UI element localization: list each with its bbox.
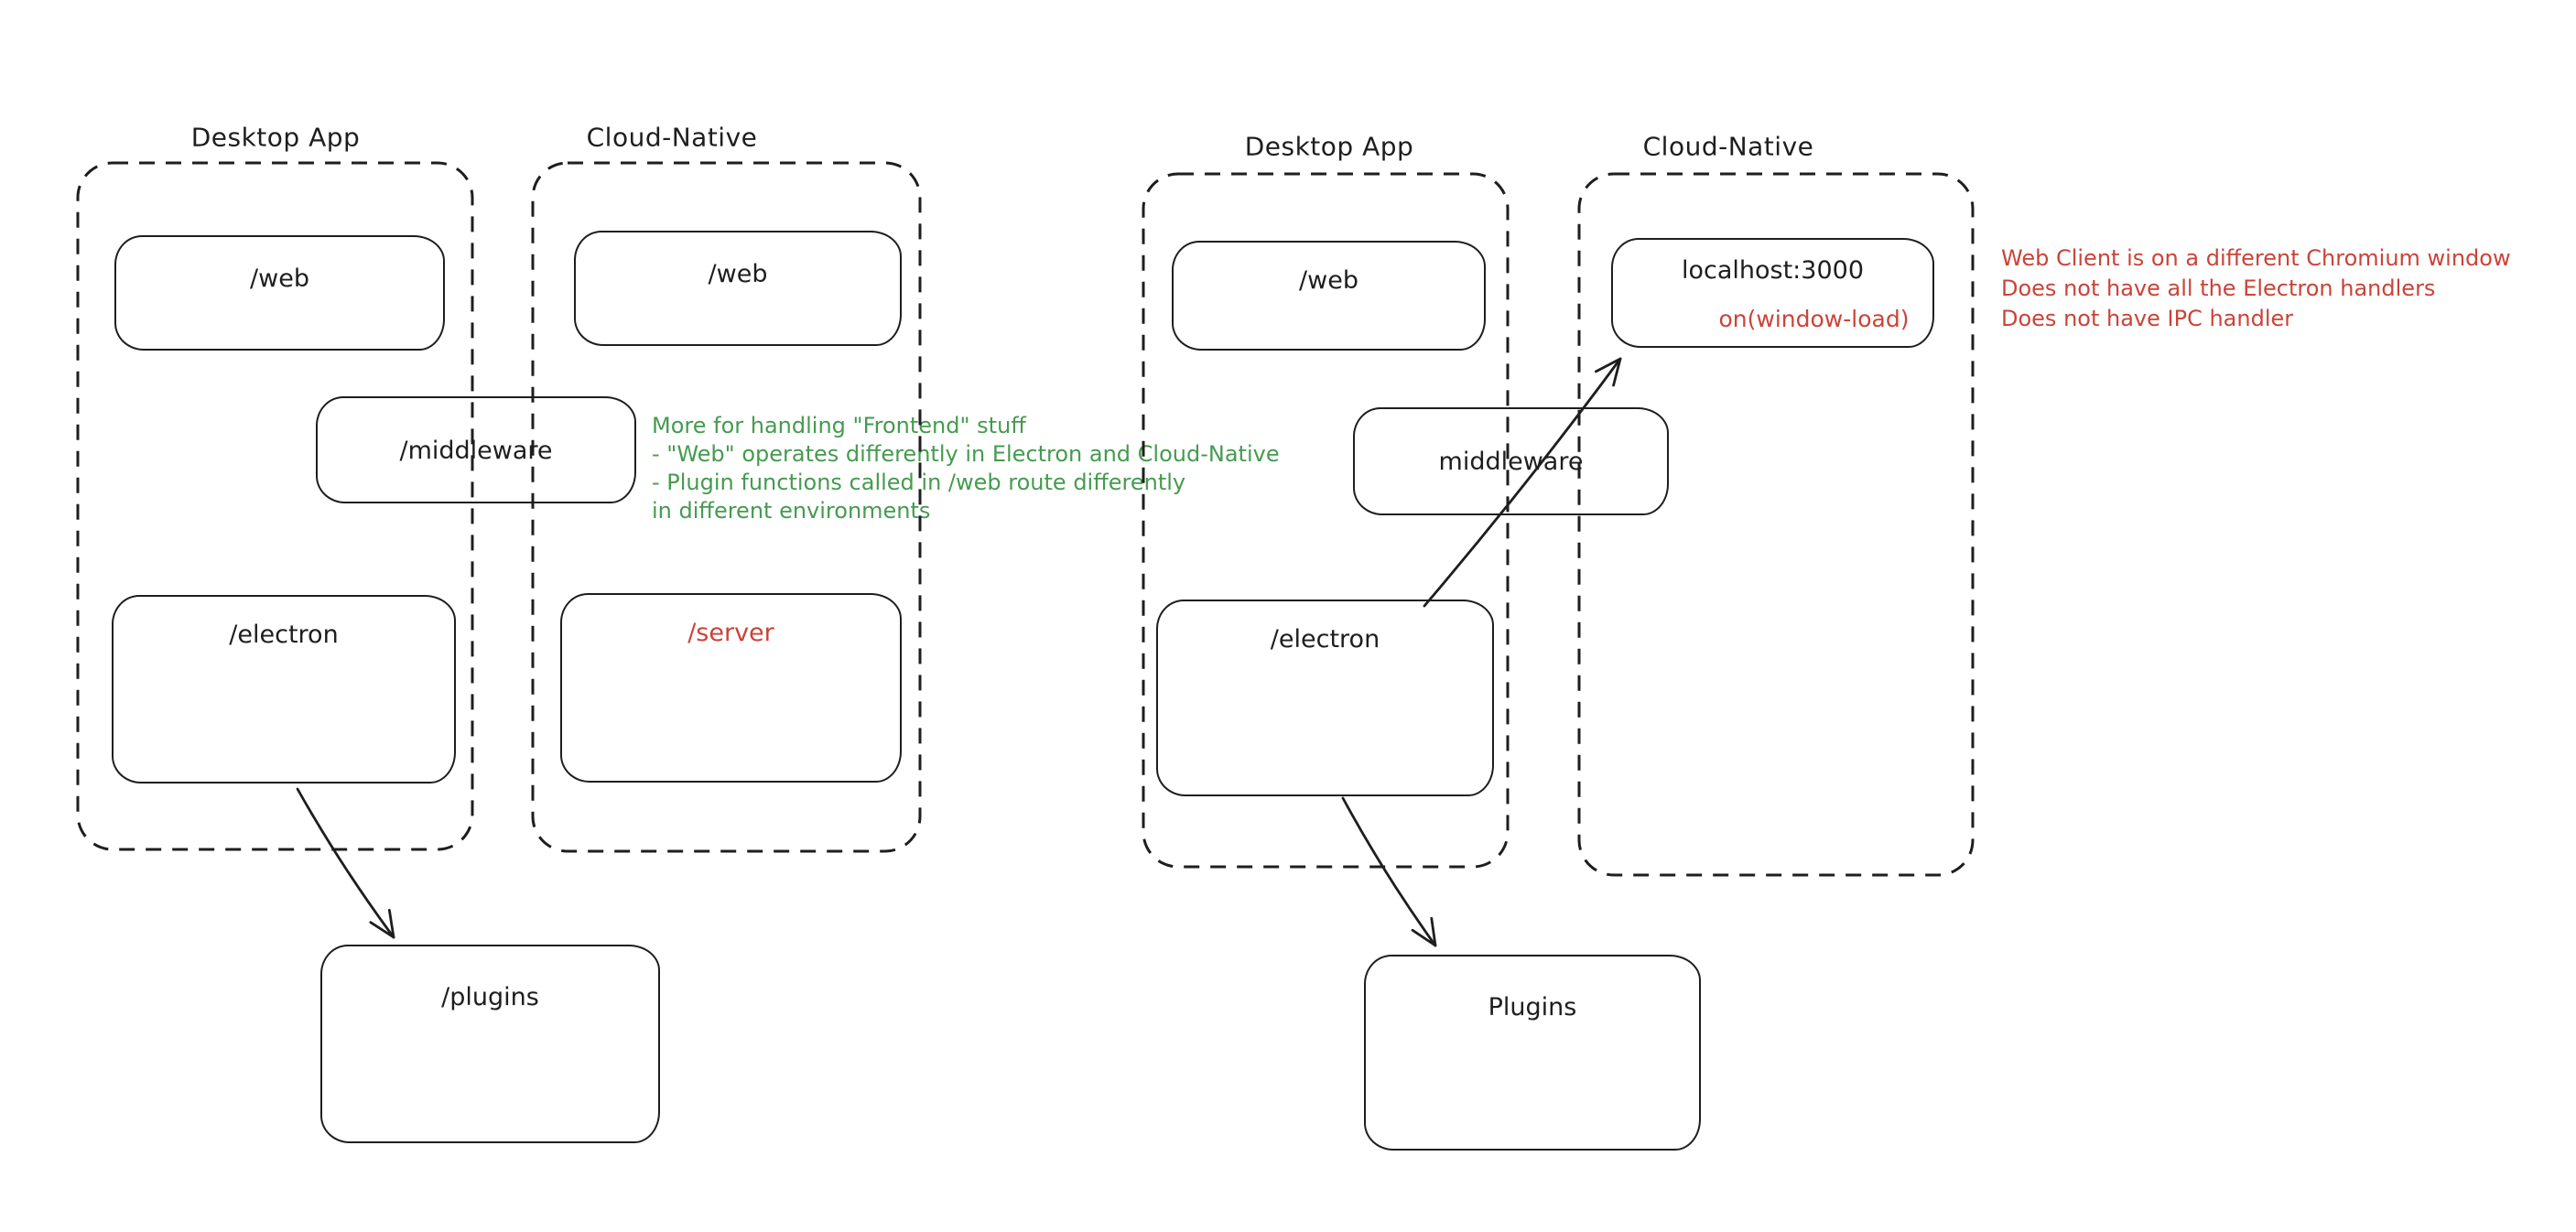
desktop-app-left-label: Desktop App (190, 122, 361, 153)
cloud-native-right-label: Cloud-Native (1642, 131, 1814, 162)
middleware-right-box: middleware (1353, 407, 1669, 515)
web-desktop-left-box: /web (114, 235, 445, 351)
electron-right-label: /electron (1270, 625, 1380, 654)
arrow-electron-left-to-plugins-left (296, 787, 395, 939)
arrow-electron-right-to-plugins-right (1341, 796, 1437, 947)
web-client-note-line-2: Does not have all the Electron handlers (2001, 276, 2436, 301)
web-client-note-line-1: Web Client is on a different Chromium wi… (2001, 245, 2511, 271)
web-client-note: Web Client is on a different Chromium wi… (2001, 243, 2511, 334)
electron-right-box: /electron (1156, 600, 1494, 796)
web-client-note-line-3: Does not have IPC handler (2001, 306, 2294, 331)
plugins-left-label: /plugins (441, 983, 539, 1011)
middleware-left-box: /middleware (316, 396, 636, 503)
web-cloud-left-box: /web (574, 231, 902, 346)
plugins-left-box: /plugins (320, 945, 660, 1143)
middleware-left-label: /middleware (399, 437, 553, 465)
server-cloud-left-label: /server (687, 619, 774, 647)
frontend-note: More for handling "Frontend" stuff - "Web… (652, 412, 1280, 525)
web-desktop-right-label: /web (1299, 266, 1358, 295)
localhost-3000-box: localhost:3000 on(window-load) (1611, 238, 1934, 348)
desktop-app-right-label: Desktop App (1244, 131, 1414, 162)
middleware-right-label: middleware (1438, 448, 1584, 476)
electron-left-label: /electron (229, 621, 339, 649)
localhost-3000-sublabel: on(window-load) (1718, 306, 1910, 332)
web-desktop-right-box: /web (1172, 241, 1486, 351)
web-desktop-left-label: /web (250, 265, 309, 293)
localhost-3000-label: localhost:3000 (1681, 256, 1864, 285)
plugins-right-label: Plugins (1488, 993, 1577, 1021)
electron-left-box: /electron (112, 595, 456, 784)
plugins-right-box: Plugins (1364, 955, 1701, 1151)
web-cloud-left-label: /web (708, 260, 768, 288)
frontend-note-line-1: More for handling "Frontend" stuff (652, 413, 1026, 438)
frontend-note-line-4: in different environments (652, 498, 931, 524)
cloud-native-left-label: Cloud-Native (586, 122, 758, 153)
server-cloud-left-box: /server (560, 593, 902, 783)
frontend-note-line-2: - "Web" operates differently in Electron… (652, 441, 1280, 467)
frontend-note-line-3: - Plugin functions called in /web route … (652, 470, 1186, 495)
